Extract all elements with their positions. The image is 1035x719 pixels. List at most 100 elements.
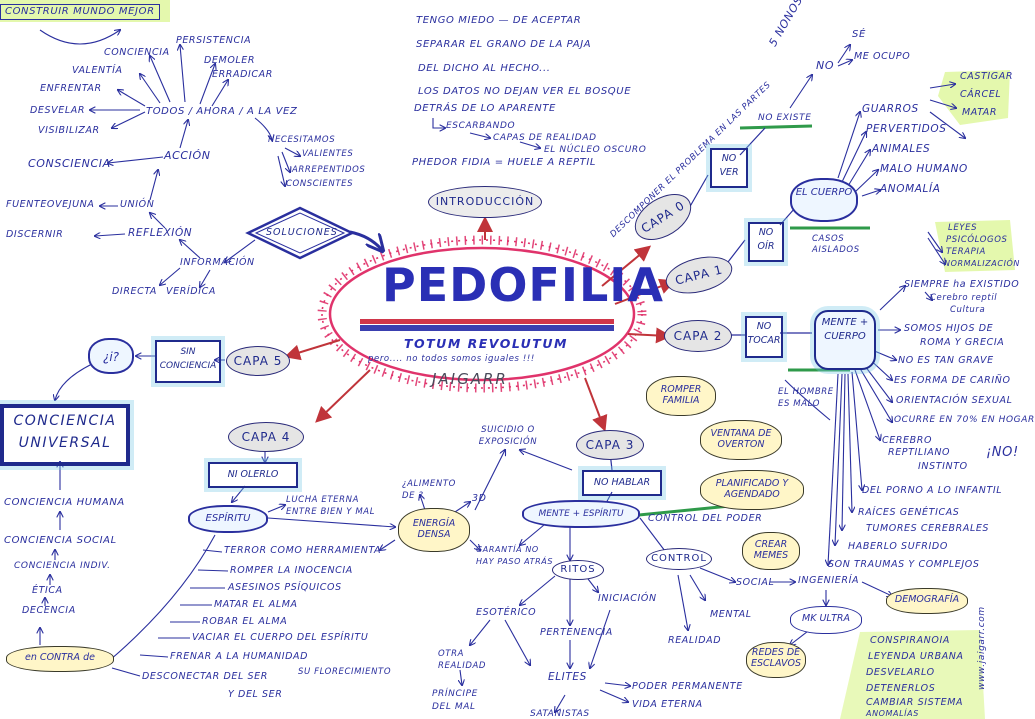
capa4-i0: TERROR como HERRAMIENTA	[224, 545, 382, 556]
capa3-memes: CREAR MEMES	[742, 532, 800, 570]
sol-visibilizar: VISIBILIZAR	[38, 125, 100, 136]
link-energia-suicidio	[474, 450, 505, 511]
green-capa1-link	[727, 239, 746, 263]
capa2-hombre: el HOMBRE es MALO	[778, 387, 834, 409]
capa3-garantia: GARANTÍA no hay paso atrás	[476, 545, 554, 566]
capa2-mc-text: MENTE + CUERPO	[821, 317, 869, 342]
sol-directa: DIRECTA	[112, 286, 157, 297]
capa1-matar: MATAR	[962, 107, 998, 118]
link-capa3-suicidio	[520, 450, 573, 471]
soluciones-diamond	[245, 206, 355, 260]
link-nec-arrep	[281, 151, 290, 172]
link-elites-sat	[555, 694, 566, 712]
link-mc-siempre	[879, 286, 905, 311]
sol-desvelar: DESVELAR	[30, 105, 86, 116]
capa5-l4: DECENCIA	[22, 605, 76, 616]
link-inicia-elites	[590, 609, 611, 668]
capa3-elites: ELITES	[548, 671, 587, 683]
intro-line-9: PHEDOR FIDIA = HUELE a REPTIL	[412, 157, 597, 168]
link-leyes2	[927, 237, 945, 264]
soluciones-diamond-inner	[254, 212, 346, 254]
intro-line-6: ESCARBANDO	[446, 121, 516, 131]
link-mc-tumores	[842, 373, 846, 530]
intro-line-2: SEPARAR el GRANO de la PAJA	[416, 39, 592, 50]
capa5-l3: ÉTICA	[32, 585, 63, 596]
capa4-encontra: en CONTRA de	[6, 646, 114, 672]
link-nec-consc	[277, 155, 285, 186]
capa3-realidad: REALIDAD	[668, 635, 722, 646]
link-energia-terror	[380, 539, 396, 550]
capa3-mental: MENTAL	[710, 609, 752, 620]
arrow-capa1	[614, 278, 676, 305]
capa1-anomalia: ANOMALÍA	[880, 183, 941, 195]
capa1-casos: CASOS AISLADOS	[812, 234, 860, 255]
capa0-nover: NO VER	[710, 148, 748, 188]
capa3-mk: MK ULTRA	[790, 606, 862, 634]
link-esp-energia	[267, 517, 395, 527]
capa2-leyes-3: NORMALIZACIÓN	[944, 259, 1021, 268]
capa3-suicidio: SUICIDIO o EXPOSICIÓN	[478, 425, 538, 447]
capa4-i1: ROMPER la INOCENCIA	[230, 565, 353, 576]
link-ritos-esoterico	[520, 575, 556, 605]
capa4-alimento: ¿ALIMENTO de ?	[402, 479, 456, 501]
capa3-esoterico: ESOTÉRICO	[476, 607, 537, 618]
link-control-realidad	[677, 574, 688, 630]
capa2-mc: MENTE + CUERPO	[814, 310, 876, 370]
sol-consciencia: CONSCIENCIA	[28, 157, 111, 170]
capa0-meocupo: ME OCUPO	[854, 51, 911, 62]
sol-valentia: VALENTÍA	[72, 65, 123, 76]
link-info-veridica	[200, 269, 211, 287]
capa4-i6: FRENAR a la HUMANIDAD	[170, 651, 309, 662]
link-info-directa	[160, 267, 181, 285]
sol-erradicar: ERRADICAR	[212, 69, 273, 80]
sol-todos: TODOS / AHORA / a la VEZ	[146, 106, 298, 117]
capa2-pill: CAPA 2	[664, 320, 732, 352]
link-mc-porno	[851, 371, 862, 490]
capa3-control: CONTROL	[646, 548, 712, 570]
sol-fuenteovejuna: FUENTEOVEJUNA	[6, 199, 95, 210]
sol-union: UNIÓN	[120, 199, 155, 210]
capa3-social: SOCIAL	[736, 577, 775, 588]
sol-enfrentar: ENFRENTAR	[40, 83, 102, 94]
capa4-espiritu: ESPÍRITU	[188, 505, 268, 533]
link-cuerpo-pervertidos	[841, 132, 866, 183]
capa5-pill: CAPA 5	[226, 346, 290, 376]
highlight-banner	[0, 0, 170, 22]
capa3-redes: REDES de ESCLAVOS	[746, 642, 806, 678]
capa2-i12: ¡NO!	[986, 445, 1019, 460]
link-cuerpo-guarros	[837, 112, 860, 179]
banner-construir: CONSTRUIR MUNDO MEJOR	[0, 4, 160, 20]
link-no-ocupo	[837, 60, 852, 67]
capa3-nohablar: NO HABLAR	[582, 470, 662, 496]
capa3-mente: MENTE + ESPÍRITU	[522, 500, 640, 528]
link-reflexion-union	[150, 213, 166, 229]
highlight-conspiranoia	[840, 630, 985, 719]
link-eso-elites	[504, 619, 530, 665]
capa3-controlpoder: CONTROL del PODER	[648, 513, 763, 524]
capa3-vida: VIDA ETERNA	[632, 699, 703, 710]
link-castigo	[929, 84, 955, 89]
capa4-i2: ASESINOS PSÍQUICOS	[228, 582, 342, 593]
green-capa0-link	[687, 174, 709, 211]
center-ellipse-hatch	[317, 235, 647, 393]
sol-accion: ACCIÓN	[164, 149, 211, 162]
capa3-demografia: DEMOGRAFÍA	[886, 588, 968, 614]
fan-terror	[202, 549, 223, 553]
link-todos-visibilizar	[112, 111, 146, 128]
capa3-romper: ROMPER FAMILIA	[646, 376, 716, 416]
link-castigo3	[929, 111, 965, 138]
link-accion-todos	[179, 120, 188, 149]
capa4-espiritu-text: ESPÍRITU	[205, 513, 251, 524]
arrow-capa3	[584, 377, 608, 432]
capa3-pertenencia: PERTENENCIA	[540, 627, 613, 638]
link-intro-escarbando	[432, 118, 445, 128]
capa3-consp-5: ANOMALÍAS	[866, 709, 919, 718]
link-q-universal	[55, 363, 93, 400]
link-mc-reptil	[854, 369, 880, 440]
capa4-ni-text: NI OLERLO	[227, 469, 279, 480]
capa0-noexiste: NO EXISTE	[758, 113, 812, 123]
highlight-green-noexiste	[739, 124, 813, 130]
link-mc-raices	[847, 373, 852, 512]
capa1-animales: ANIMALES	[872, 143, 931, 155]
